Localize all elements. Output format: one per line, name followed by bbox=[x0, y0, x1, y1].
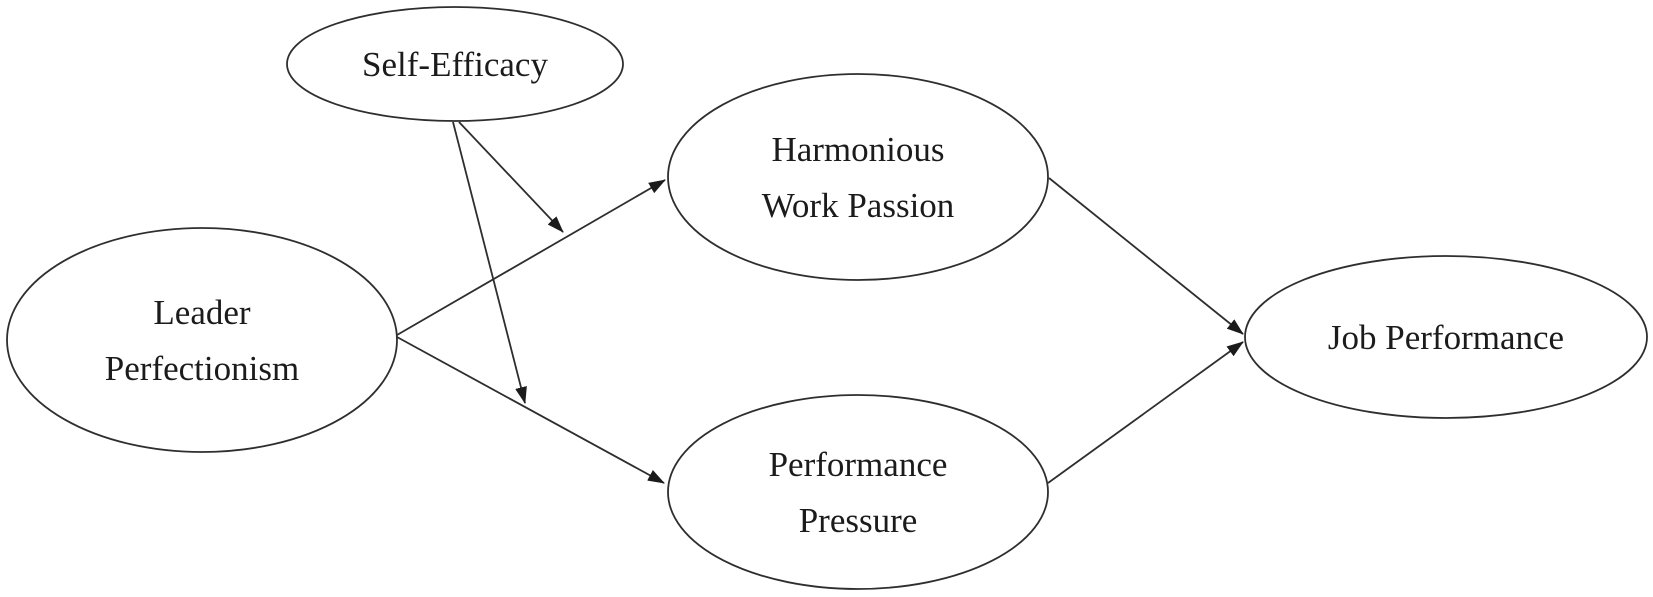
node-label-leader-perfectionism-line2: Perfectionism bbox=[105, 349, 299, 388]
node-label-leader-perfectionism-line1: Leader bbox=[153, 293, 250, 332]
node-label-harmonious-work-passion-line1: Harmonious bbox=[771, 130, 944, 169]
edge-self-efficacy-moderation-lower-path bbox=[452, 121, 527, 404]
edge-harmonious-work-passion-to-job-performance bbox=[1048, 177, 1244, 335]
node-harmonious-work-passion bbox=[667, 73, 1049, 281]
node-label-performance-pressure-line2: Pressure bbox=[799, 501, 918, 540]
edge-performance-pressure-to-job-performance bbox=[1047, 341, 1244, 484]
node-leader-perfectionism bbox=[6, 227, 398, 453]
node-label-harmonious-work-passion-line2: Work Passion bbox=[762, 186, 955, 225]
edge-leader-perfectionism-to-harmonious-work-passion bbox=[396, 179, 666, 336]
node-self-efficacy bbox=[286, 6, 624, 122]
node-label-self-efficacy: Self-Efficacy bbox=[362, 45, 548, 84]
edge-self-efficacy-moderation-upper-path bbox=[458, 121, 564, 233]
node-label-performance-pressure-line1: Performance bbox=[769, 445, 948, 484]
node-performance-pressure bbox=[667, 394, 1049, 590]
edge-leader-perfectionism-to-performance-pressure bbox=[396, 336, 665, 484]
node-label-job-performance: Job Performance bbox=[1328, 318, 1564, 357]
node-job-performance bbox=[1244, 255, 1648, 419]
